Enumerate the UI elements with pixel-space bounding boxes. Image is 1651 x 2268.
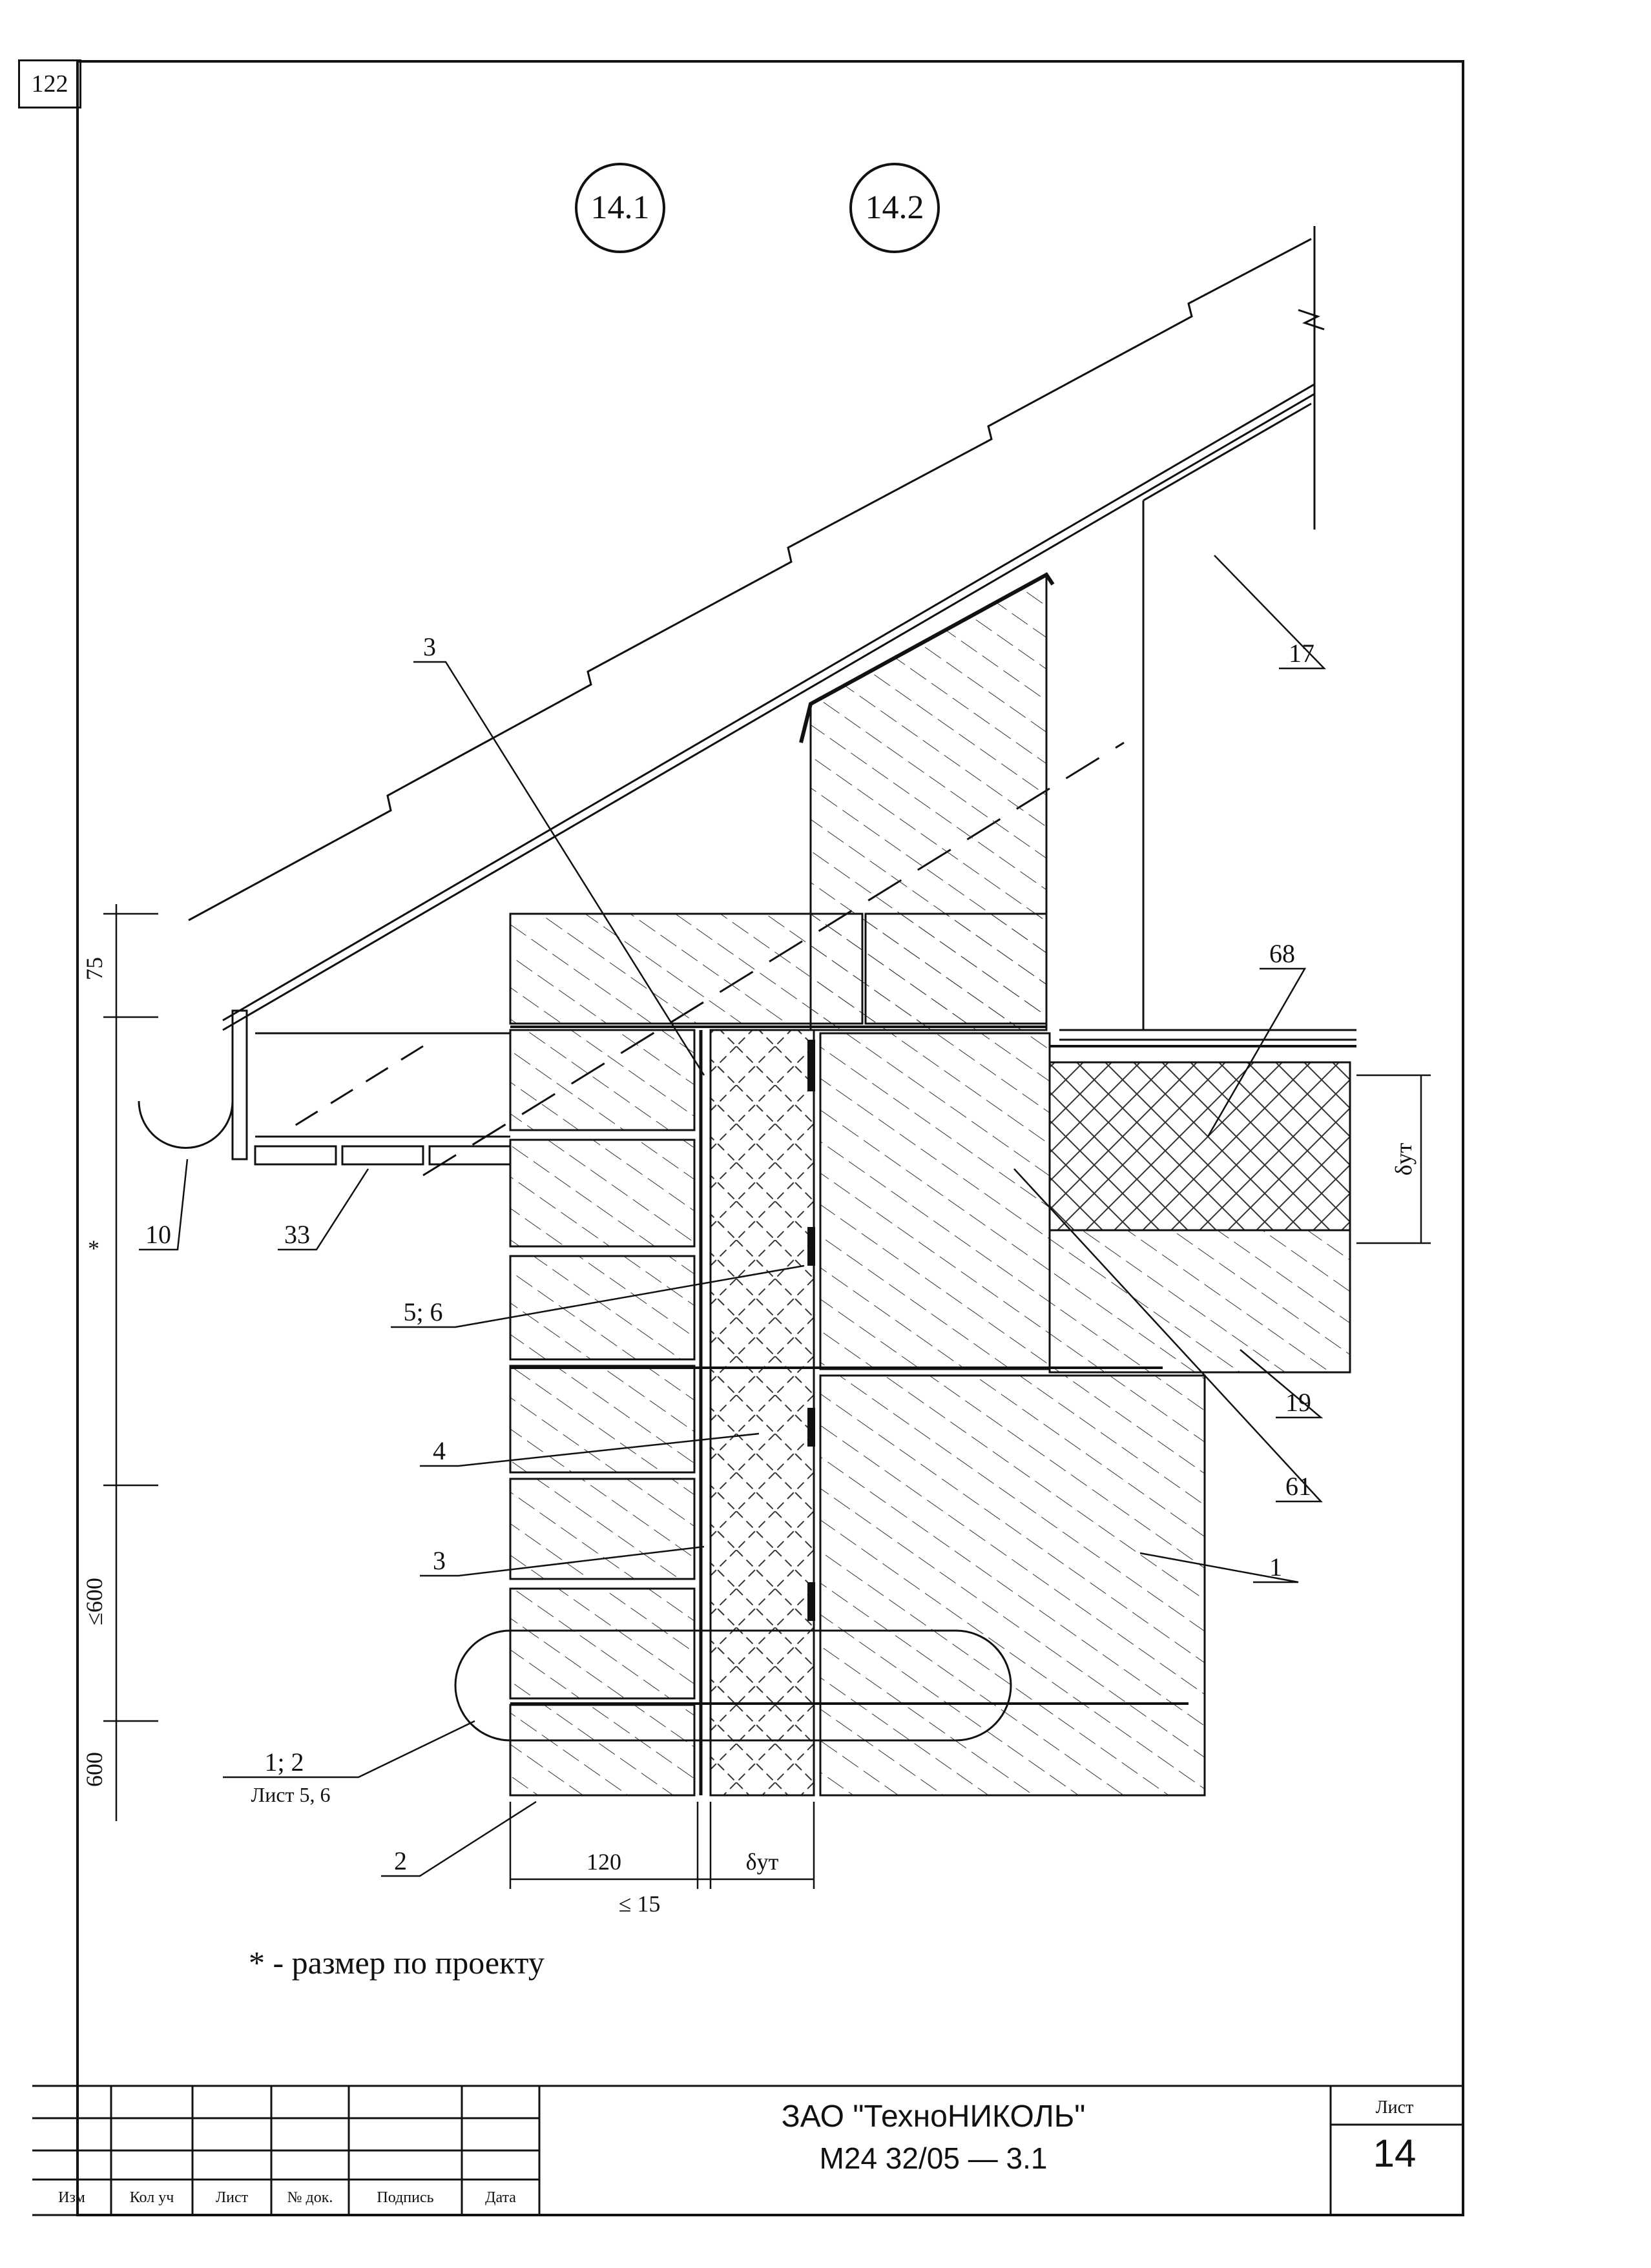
callout-labels: 3 17 68 10 33 5; 6 19 4 61 3 1 1; 2 Лист… — [145, 632, 1314, 1875]
callout-4: 4 — [433, 1436, 446, 1465]
detail-mark-14-2-label: 14.2 — [866, 189, 924, 226]
dimension-note: * - размер по проекту — [249, 1944, 545, 1981]
title-block-col-izm: Изм — [58, 2189, 85, 2206]
detail-mark-14-2: 14.2 — [849, 163, 940, 253]
dim-le15: ≤ 15 — [619, 1891, 661, 1917]
callout-33: 33 — [284, 1220, 310, 1249]
dim-75: 75 — [81, 957, 107, 980]
title-block — [32, 2085, 1463, 2216]
title-block-col-date: Дата — [485, 2189, 516, 2206]
callout-68: 68 — [1269, 939, 1295, 968]
detail-mark-14-1-label: 14.1 — [591, 189, 650, 226]
title-block-sheet-number: 14 — [1373, 2132, 1417, 2175]
roof-covering — [188, 226, 1325, 1031]
callout-19: 19 — [1285, 1388, 1311, 1417]
callout-61: 61 — [1285, 1472, 1311, 1501]
dim-120: 120 — [587, 1849, 621, 1875]
callout-3-top: 3 — [423, 632, 436, 661]
callout-1-2-sheet-ref: Лист 5, 6 — [251, 1783, 330, 1806]
masonry-facing-layer — [509, 912, 1048, 1797]
insulation-layer — [709, 1029, 815, 1797]
ceiling-insulation — [1048, 1061, 1351, 1232]
eaves-assembly — [138, 1009, 512, 1166]
callout-2: 2 — [394, 1846, 407, 1875]
page-number-tag: 122 — [18, 59, 81, 108]
title-block-col-signature: Подпись — [377, 2189, 434, 2206]
callout-17: 17 — [1289, 639, 1314, 668]
callout-1-2: 1; 2 — [264, 1747, 304, 1777]
reinforcement-mesh — [510, 1026, 1189, 1705]
callout-10: 10 — [145, 1220, 171, 1249]
dimension-labels: 75 * ≤600 600 120 δут ≤ 15 δут — [81, 957, 1417, 1917]
anchor-ties — [807, 1040, 815, 1621]
leader-lines — [139, 555, 1326, 1877]
dim-ceiling-insulation-thickness: δут — [1391, 1142, 1417, 1175]
title-block-company: ЗАО "ТехноНИКОЛЬ" — [781, 2099, 1086, 2134]
dim-le600: ≤600 — [81, 1578, 107, 1625]
load-bearing-wall — [819, 1032, 1206, 1797]
title-block-col-list: Лист — [215, 2189, 249, 2206]
detail-mark-14-1: 14.1 — [575, 163, 665, 253]
dimension-lines — [103, 904, 1431, 1889]
title-block-sheet-label: Лист — [1375, 2098, 1414, 2118]
dim-600: 600 — [81, 1752, 107, 1787]
detail-callout-ellipse — [454, 1629, 1012, 1742]
callout-5-6: 5; 6 — [403, 1297, 442, 1326]
callout-3-bottom: 3 — [433, 1546, 446, 1575]
callout-1: 1 — [1269, 1552, 1282, 1582]
dim-star: * — [88, 1235, 99, 1261]
title-block-document-code: М24 32/05 — 3.1 — [819, 2141, 1048, 2175]
title-block-col-doc-no: № док. — [287, 2189, 333, 2206]
title-block-col-kol-uch: Кол уч — [129, 2189, 174, 2206]
floor-slab — [1048, 1229, 1351, 1374]
dim-insulation-thickness: δут — [746, 1849, 779, 1875]
